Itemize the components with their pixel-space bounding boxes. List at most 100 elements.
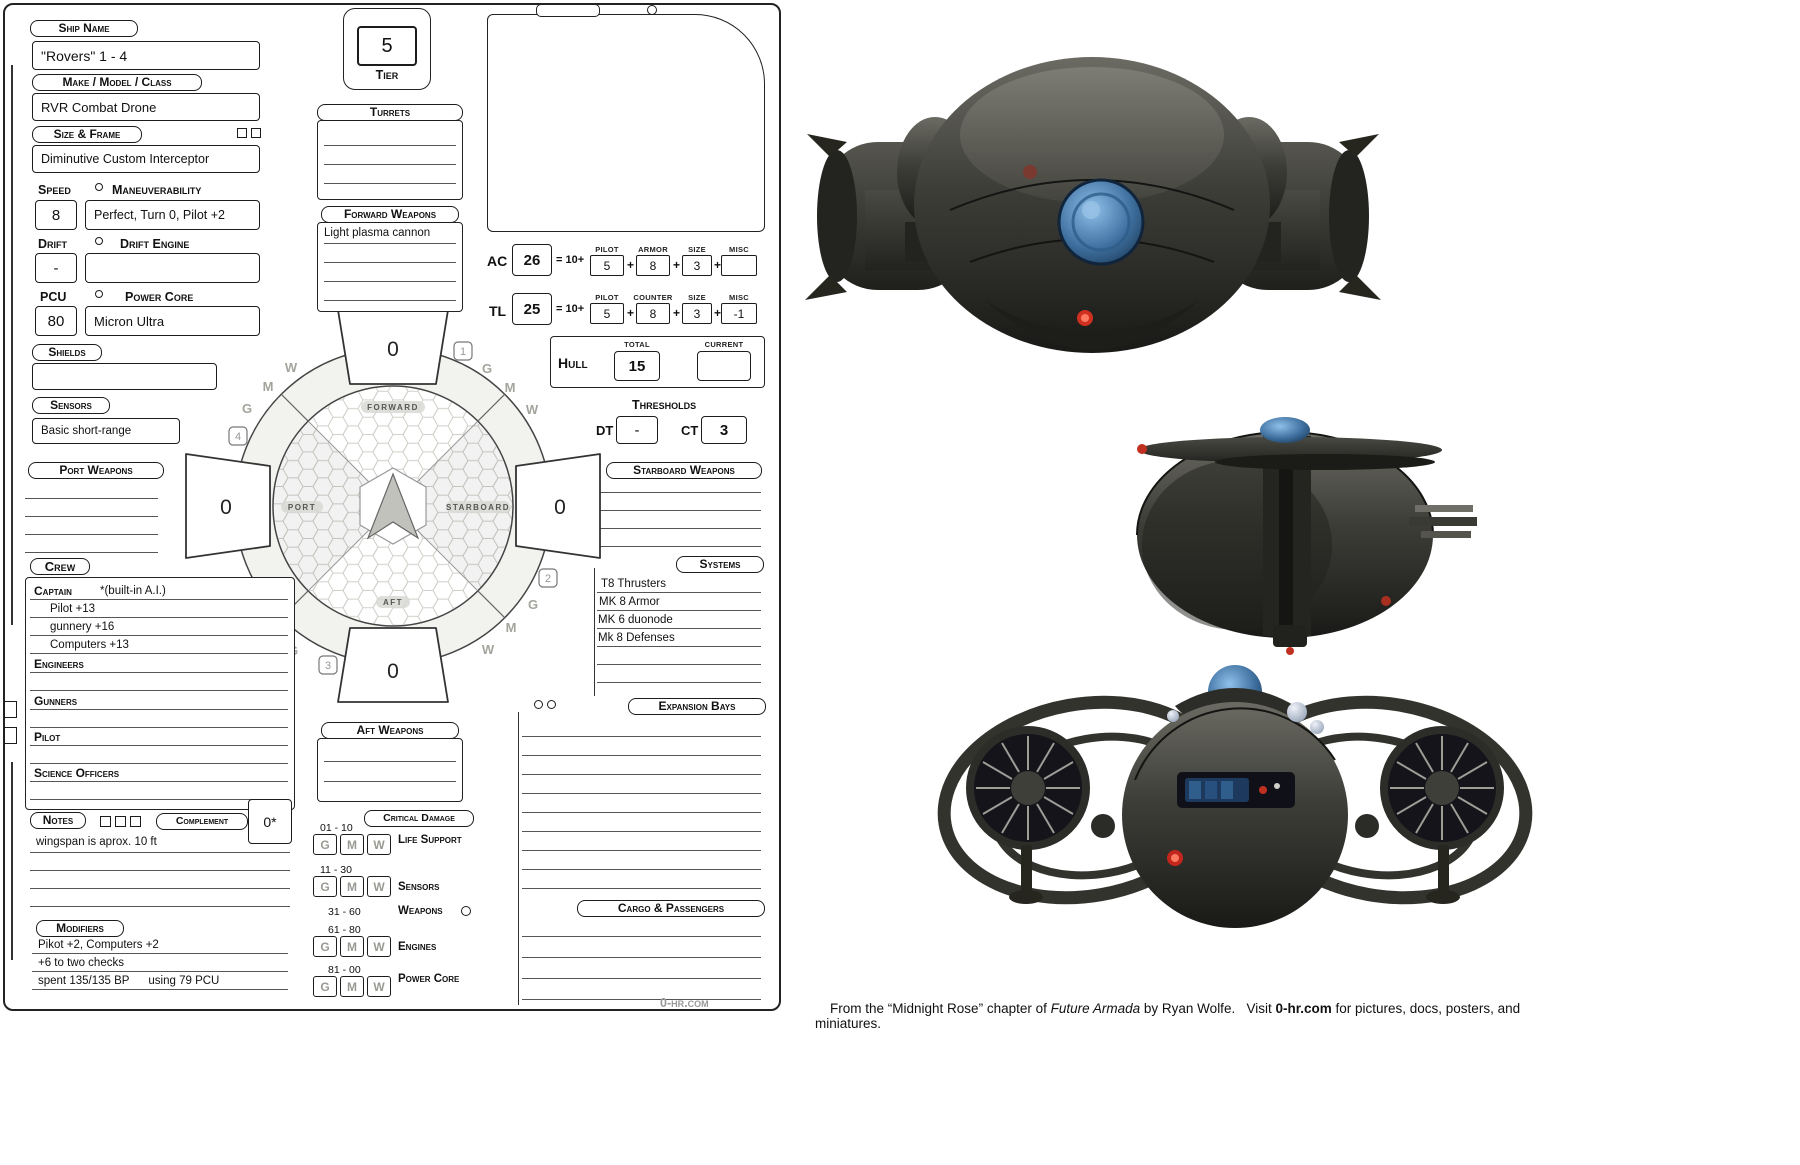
cargo-passengers-label: Cargo & Passengers <box>577 900 765 917</box>
power-core-field[interactable]: Micron Ultra <box>85 306 260 336</box>
crit-system-power-core: Power Core <box>398 973 460 985</box>
expansion-divider <box>518 712 519 1005</box>
rule-line <box>597 682 761 683</box>
ct-field[interactable]: 3 <box>701 416 747 444</box>
size-frame-checkbox-1[interactable] <box>237 128 247 138</box>
notes-checkbox-1[interactable] <box>100 816 111 827</box>
size-frame-checkbox-2[interactable] <box>251 128 261 138</box>
systems-entry-area[interactable]: T8 Thrusters MK 8 Armor MK 6 duonode Mk … <box>597 572 763 697</box>
cargo-entry-area[interactable] <box>522 918 763 1004</box>
ac-armor-box[interactable]: 8 <box>636 255 670 276</box>
port-arc-weapon-count[interactable]: 0 <box>220 496 232 519</box>
notes-checkbox-3[interactable] <box>130 816 141 827</box>
port-weapons-entry-area[interactable] <box>25 482 160 562</box>
modifiers-line: Pikot +2, Computers +2 <box>38 939 159 951</box>
pcu-field[interactable]: 80 <box>35 306 77 336</box>
rule-line <box>597 646 761 647</box>
crit-box-wrecked[interactable]: W <box>367 936 391 957</box>
modifiers-line: spent 135/135 BP using 79 PCU <box>38 975 220 987</box>
tl-pilot-header: Pilot <box>595 293 619 302</box>
ac-misc-box[interactable] <box>721 255 757 276</box>
crit-box-wrecked[interactable]: W <box>367 834 391 855</box>
ac-size-box[interactable]: 3 <box>682 255 712 276</box>
sensors-field[interactable]: Basic short-range <box>32 418 180 444</box>
pcu-deco-circle <box>95 290 103 298</box>
crit-box-malfunctioning[interactable]: M <box>340 834 364 855</box>
rule-line <box>522 812 761 813</box>
tl-field[interactable]: 25 <box>512 293 552 325</box>
rule-line <box>597 664 761 665</box>
ct-label: CT <box>681 423 699 438</box>
forward-arc-weapon-count[interactable]: 0 <box>387 338 399 361</box>
arc-corner-number: 2 <box>545 573 551 585</box>
crit-box-wrecked[interactable]: W <box>367 976 391 997</box>
crit-box-glitching[interactable]: G <box>313 936 337 957</box>
aft-weapons-entry-box[interactable] <box>317 738 463 802</box>
crit-gmw-sensors: G M W <box>313 876 391 897</box>
sheet-border <box>3 3 781 1011</box>
watermark: 0-hr.com <box>660 996 709 1010</box>
crit-box-malfunctioning[interactable]: M <box>340 876 364 897</box>
crit-box-malfunctioning[interactable]: M <box>340 936 364 957</box>
crit-system-sensors: Sensors <box>398 881 440 893</box>
drift-field[interactable]: - <box>35 253 77 283</box>
maneuverability-label: Maneuverability <box>112 183 202 197</box>
ac-pilot-box[interactable]: 5 <box>590 255 624 276</box>
tl-counter-box[interactable]: 8 <box>636 303 670 324</box>
shields-field[interactable] <box>32 363 217 390</box>
size-frame-field[interactable]: Diminutive Custom Interceptor <box>32 145 260 173</box>
tl-misc-box[interactable]: -1 <box>721 303 757 324</box>
complement-field[interactable]: 0* <box>248 799 292 844</box>
make-model-class-field[interactable]: RVR Combat Drone <box>32 93 260 121</box>
caption-site-link[interactable]: 0-hr.com <box>1275 1001 1332 1016</box>
starboard-weapons-entry-area[interactable] <box>596 480 763 550</box>
crit-box-glitching[interactable]: G <box>313 976 337 997</box>
rule-line <box>32 953 288 954</box>
crit-box-wrecked[interactable]: W <box>367 876 391 897</box>
crit-box-glitching[interactable]: G <box>313 876 337 897</box>
arc-corner-number: 4 <box>235 431 241 443</box>
ship-name-field[interactable]: "Rovers" 1 - 4 <box>32 41 260 70</box>
tl-pilot-box[interactable]: 5 <box>590 303 624 324</box>
forward-weapons-entry-box[interactable]: Light plasma cannon <box>317 222 463 312</box>
aft-arc-weapon-count[interactable]: 0 <box>387 660 399 683</box>
rule-line <box>596 528 761 529</box>
ac-field[interactable]: 26 <box>512 244 552 276</box>
maneuverability-field[interactable]: Perfect, Turn 0, Pilot +2 <box>85 200 260 230</box>
rule-line <box>522 957 761 958</box>
expansion-deco-circle-1 <box>534 700 543 709</box>
crit-box-malfunctioning[interactable]: M <box>340 976 364 997</box>
ac-pilot-header: Pilot <box>595 245 619 254</box>
modifiers-line: +6 to two checks <box>38 957 124 969</box>
expansion-bays-entry-area[interactable] <box>522 716 763 896</box>
sensor-dome <box>1260 417 1310 443</box>
crit-weapons-circle[interactable] <box>461 906 471 916</box>
landing-leg-icon <box>1009 845 1460 904</box>
tier-field[interactable]: 5 <box>357 26 417 66</box>
starboard-arc-weapon-count[interactable]: 0 <box>554 496 566 519</box>
crit-gmw-engines: G M W <box>313 936 391 957</box>
hull-total-field[interactable]: 15 <box>614 351 660 381</box>
notes-entry-area[interactable]: wingspan is aprox. 10 ft <box>30 832 292 914</box>
hull-current-field[interactable] <box>697 351 751 381</box>
tl-size-box[interactable]: 3 <box>682 303 712 324</box>
tl-value: 25 <box>523 300 541 318</box>
notes-checkbox-2[interactable] <box>115 816 126 827</box>
sensor-dome <box>1057 178 1145 266</box>
rule-line <box>522 755 761 756</box>
tier-label: Tier <box>375 68 399 82</box>
rule-line <box>30 852 290 853</box>
crit-box-glitching[interactable]: G <box>313 834 337 855</box>
rule-line <box>25 534 158 535</box>
crit-range: 01 - 10 <box>320 822 353 834</box>
caption: From the “Midnight Rose” chapter of Futu… <box>815 986 1560 1046</box>
turrets-entry-box[interactable] <box>317 120 463 200</box>
frame-rail-left-top <box>11 65 13 625</box>
system-entry: Mk 8 Defenses <box>598 632 675 644</box>
ring-letter-w: W <box>285 360 298 375</box>
drift-engine-field[interactable] <box>85 253 260 283</box>
speed-field[interactable]: 8 <box>35 200 77 230</box>
system-entry: T8 Thrusters <box>601 578 666 590</box>
ring-letter-m: M <box>505 380 516 395</box>
dt-field[interactable]: - <box>616 416 658 444</box>
